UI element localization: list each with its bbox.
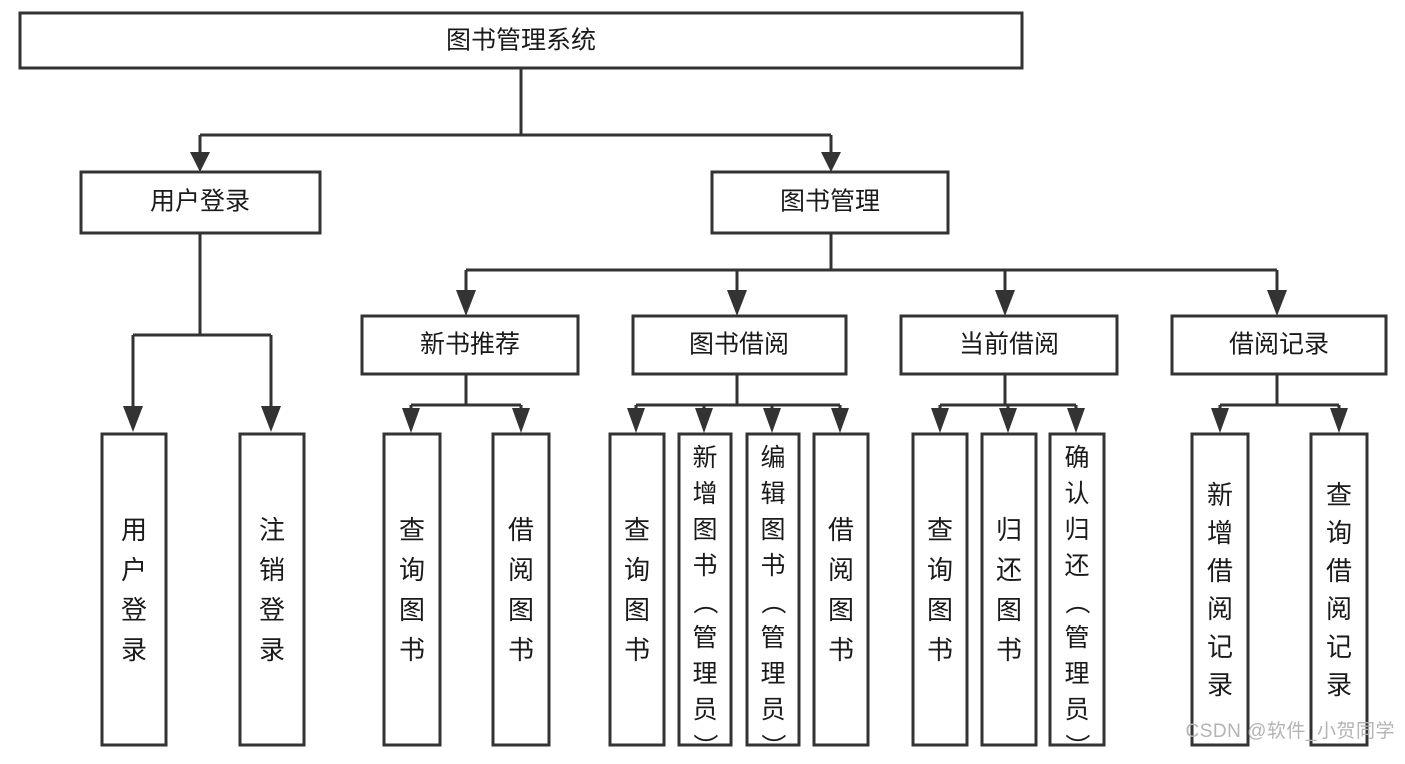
arrow-leaf-query-book-1: [402, 408, 420, 433]
arrow-leaf-query-record: [1330, 408, 1348, 433]
node-book-manage-box[interactable]: [710, 170, 950, 235]
arrow-to-current-borrow: [995, 290, 1015, 316]
leaf-borrow-book-2-box[interactable]: [812, 432, 870, 747]
leaf-add-record-box[interactable]: [1190, 432, 1250, 747]
arrow-to-user-login: [190, 152, 210, 172]
node-user-login-box[interactable]: [79, 170, 322, 235]
node-user-login[interactable]: 用户登录: [79, 170, 322, 235]
node-borrow-record[interactable]: 借阅记录: [1170, 314, 1388, 376]
node-book-manage-label: 图书管理: [780, 188, 880, 216]
arrow-leaf-confirm-return: [1067, 408, 1085, 433]
tree-diagram-svg: 图书管理系统 用户登录 图书管理 新书推荐 图书借阅 当前借阅 借阅记录: [18, 11, 1388, 747]
node-root-box[interactable]: [18, 11, 1024, 70]
arrow-to-new-book-recommend: [456, 290, 476, 316]
leaf-layer: [100, 432, 1369, 747]
diagram-canvas: 图书管理系统 用户登录 图书管理 新书推荐 图书借阅 当前借阅 借阅记录: [18, 11, 1395, 759]
arrow-to-borrow-record: [1267, 290, 1287, 316]
node-book-borrow-box[interactable]: [631, 314, 848, 376]
node-root[interactable]: 图书管理系统: [18, 11, 1024, 70]
arrow-leaf-borrow-book-1: [512, 408, 530, 433]
leaf-user-login-box[interactable]: [100, 432, 168, 747]
node-book-borrow[interactable]: 图书借阅: [631, 314, 848, 376]
arrow-leaf-add-book: [695, 408, 713, 433]
node-current-borrow-label: 当前借阅: [959, 331, 1059, 359]
arrow-to-book-manage: [821, 152, 841, 172]
arrow-leaf-add-record: [1211, 408, 1229, 433]
node-root-label: 图书管理系统: [446, 27, 596, 55]
leaf-edit-book-box[interactable]: [745, 432, 801, 747]
node-book-manage[interactable]: 图书管理: [710, 170, 950, 235]
node-new-book-recommend-box[interactable]: [360, 314, 580, 376]
watermark: CSDN @软件_小贺同学: [1185, 721, 1395, 742]
node-borrow-record-box[interactable]: [1170, 314, 1388, 376]
connector-layer: [123, 68, 1348, 433]
leaf-add-book-box[interactable]: [677, 432, 733, 747]
arrow-leaf-user-logout: [261, 406, 281, 432]
leaf-query-book-1-box[interactable]: [382, 432, 442, 747]
leaf-user-logout-box[interactable]: [238, 432, 306, 747]
arrow-leaf-return-book: [999, 408, 1017, 433]
leaf-query-book-3-box[interactable]: [911, 432, 969, 747]
arrow-leaf-query-book-2: [627, 408, 645, 433]
node-new-book-recommend-label: 新书推荐: [420, 331, 520, 359]
node-new-book-recommend[interactable]: 新书推荐: [360, 314, 580, 376]
arrow-leaf-query-book-3: [931, 408, 949, 433]
arrow-leaf-borrow-book-2: [831, 408, 849, 433]
leaf-query-record-box[interactable]: [1309, 432, 1369, 747]
leaf-query-book-2-box[interactable]: [608, 432, 666, 747]
node-current-borrow[interactable]: 当前借阅: [899, 314, 1119, 376]
node-current-borrow-box[interactable]: [899, 314, 1119, 376]
node-user-login-label: 用户登录: [150, 188, 250, 216]
node-borrow-record-label: 借阅记录: [1229, 331, 1329, 359]
node-book-borrow-label: 图书借阅: [689, 331, 789, 359]
arrow-leaf-user-login: [123, 406, 143, 432]
arrow-leaf-edit-book: [763, 408, 781, 433]
leaf-borrow-book-1-box[interactable]: [491, 432, 551, 747]
leaf-return-book-box[interactable]: [980, 432, 1038, 747]
arrow-to-book-borrow: [727, 290, 747, 316]
leaf-confirm-return-box[interactable]: [1048, 432, 1106, 747]
